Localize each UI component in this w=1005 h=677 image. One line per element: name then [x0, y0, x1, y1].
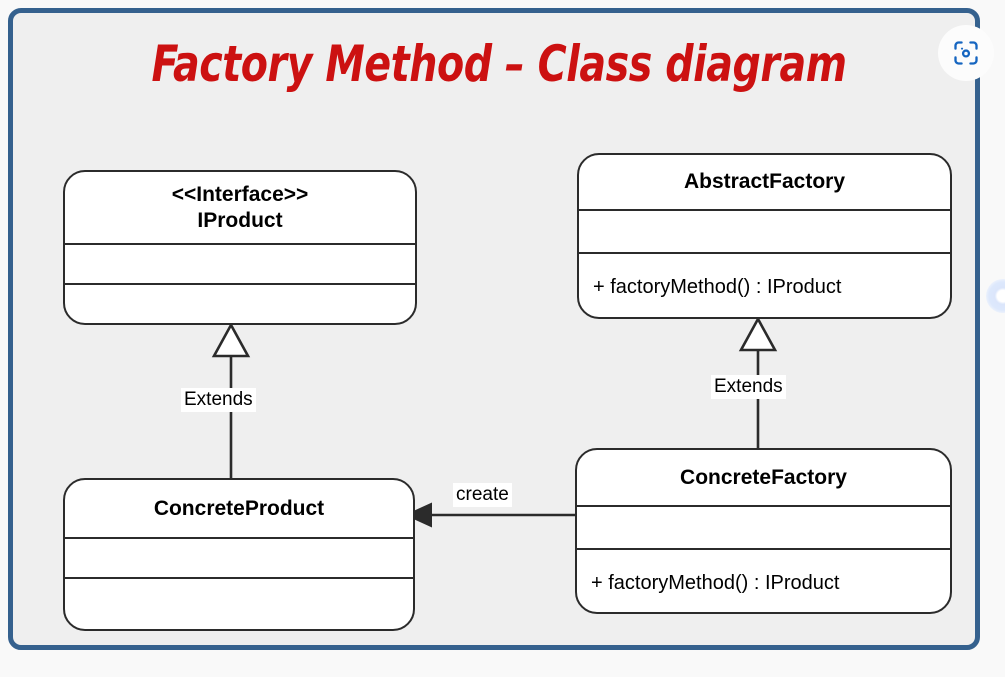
hollow-triangle-arrowhead: [211, 322, 251, 358]
relation-label-create: create: [453, 483, 512, 507]
uml-class-abstractfactory[interactable]: AbstractFactory + factoryMethod() : IPro…: [577, 153, 952, 319]
class-header: ConcreteFactory: [577, 450, 950, 505]
operations-compartment: [65, 577, 413, 629]
operations-compartment: + factoryMethod() : IProduct: [577, 548, 950, 612]
class-header: AbstractFactory: [579, 155, 950, 209]
relation-extends-product: [211, 322, 251, 478]
class-name: AbstractFactory: [683, 170, 846, 193]
connector-layer: [211, 316, 778, 528]
attributes-compartment: [577, 505, 950, 548]
class-name: IProduct: [197, 208, 283, 232]
class-header: <<Interface>> IProduct: [65, 172, 415, 243]
class-stereotype: <<Interface>>: [171, 182, 309, 206]
operations-compartment: + factoryMethod() : IProduct: [579, 252, 950, 317]
scan-lens-button[interactable]: [938, 25, 994, 81]
relation-create: [404, 502, 575, 528]
hollow-triangle-arrowhead: [738, 316, 778, 352]
page-title: Factory Method – Class diagram: [151, 35, 847, 93]
attributes-compartment: [65, 243, 415, 283]
class-name: ConcreteFactory: [680, 465, 847, 489]
operation-item: + factoryMethod() : IProduct: [591, 571, 840, 594]
uml-class-iproduct[interactable]: <<Interface>> IProduct: [63, 170, 417, 325]
class-header: ConcreteProduct: [65, 480, 413, 537]
operations-compartment: [65, 283, 415, 323]
attributes-compartment: [65, 537, 413, 577]
relation-label-extends-product: Extends: [181, 388, 256, 412]
class-name: ConcreteProduct: [153, 496, 325, 520]
scan-lens-icon: [954, 41, 978, 65]
operation-item: + factoryMethod() : IProduct: [593, 276, 842, 298]
uml-class-concretefactory[interactable]: ConcreteFactory + factoryMethod() : IPro…: [575, 448, 952, 614]
attributes-compartment: [579, 209, 950, 252]
edge-resize-handle[interactable]: [986, 279, 1005, 313]
relation-extends-factory: [738, 316, 778, 448]
solid-arrowhead: [404, 502, 432, 528]
relation-label-extends-factory: Extends: [711, 375, 786, 399]
diagram-panel: Factory Method – Class diagram <<Interfa…: [8, 8, 994, 650]
uml-class-concreteproduct[interactable]: ConcreteProduct: [63, 478, 415, 631]
